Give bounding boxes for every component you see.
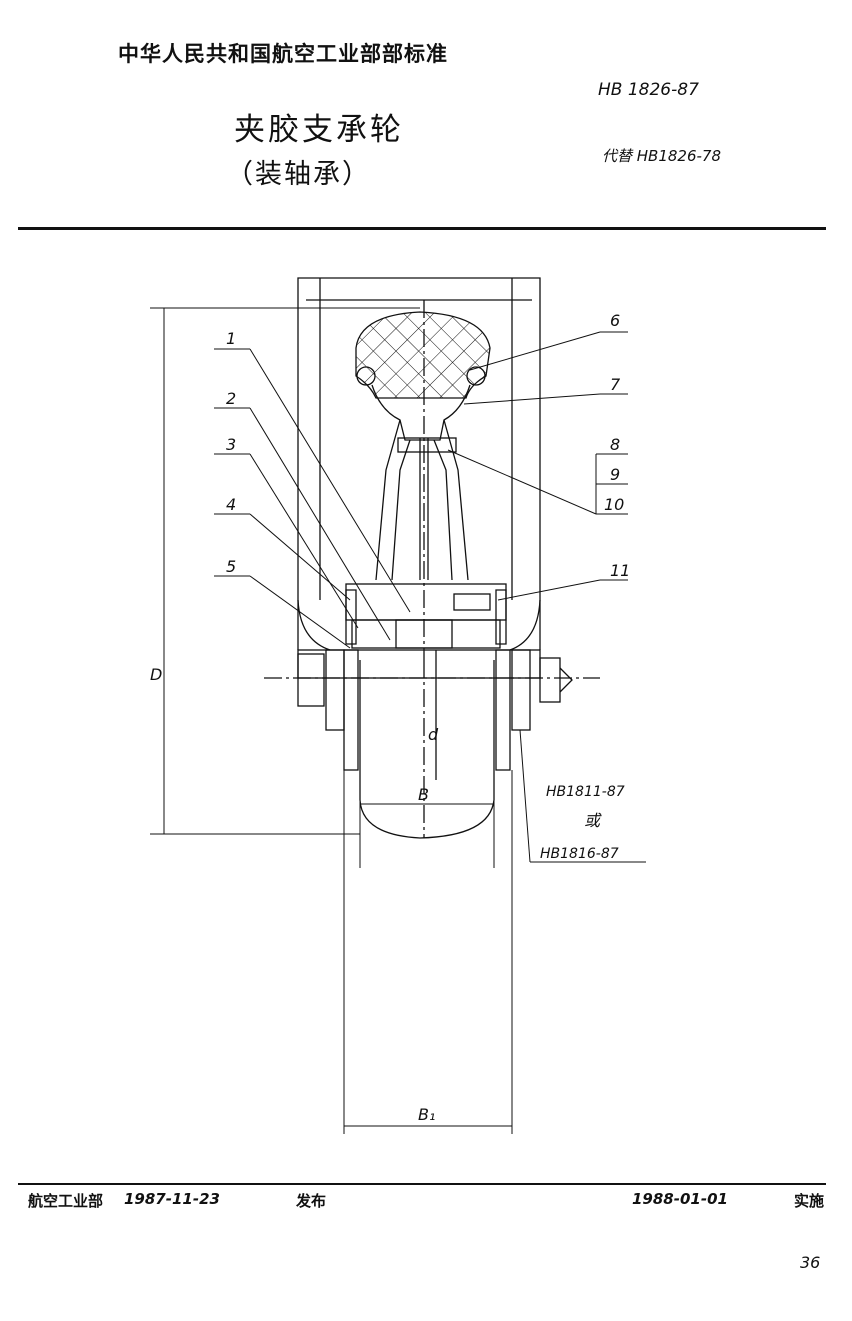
callout-8: 8: [610, 435, 620, 454]
ref-standard-1: HB1811-87: [546, 784, 625, 800]
callout-10: 10: [604, 495, 624, 514]
ref-standard-2: HB1816-87: [540, 846, 619, 862]
standard-number: HB 1826-87: [598, 80, 699, 100]
callout-5: 5: [226, 557, 236, 576]
effective-date: 1988-01-01: [632, 1190, 728, 1208]
callout-3: 3: [226, 435, 236, 454]
dimension-B1-label: B₁: [418, 1105, 435, 1124]
issuing-organization: 中华人民共和国航空工业部部标准: [118, 42, 448, 66]
header-rule: [18, 227, 826, 230]
replaces-standard: 代替 HB1826-78: [602, 147, 722, 165]
page-number: 36: [800, 1253, 821, 1272]
dimension-D-label: D: [150, 665, 162, 684]
document-title: 夹胶支承轮: [234, 112, 404, 148]
footer-rule: [18, 1183, 826, 1185]
effective-label: 实施: [794, 1192, 825, 1210]
callout-6: 6: [610, 311, 620, 330]
callout-7: 7: [610, 375, 621, 394]
issue-label: 发布: [296, 1192, 327, 1210]
ref-or: 或: [584, 811, 602, 830]
dimension-d-label: d: [428, 725, 439, 744]
dimension-B-label: B: [418, 785, 429, 804]
callout-1: 1: [226, 329, 236, 348]
callout-9: 9: [610, 465, 620, 484]
callout-2: 2: [226, 389, 236, 408]
issue-date: 1987-11-23: [124, 1190, 220, 1208]
document-subtitle: （装轴承）: [226, 159, 371, 190]
callout-11: 11: [610, 561, 630, 580]
issuer: 航空工业部: [28, 1192, 104, 1210]
callout-4: 4: [226, 495, 236, 514]
